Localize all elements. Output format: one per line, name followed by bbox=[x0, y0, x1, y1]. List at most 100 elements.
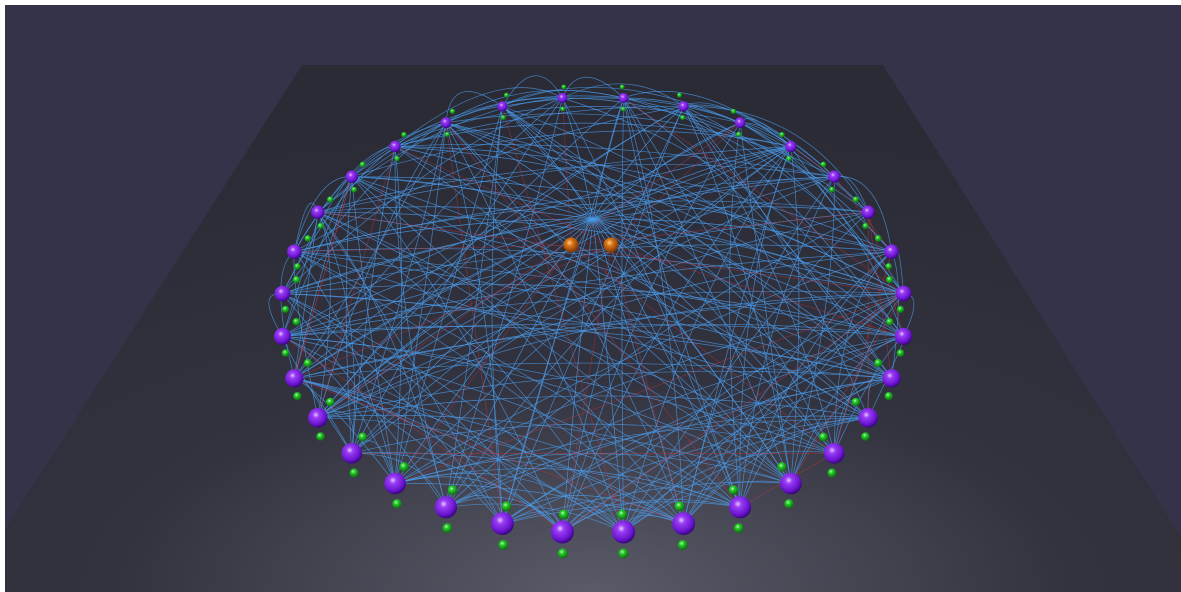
leaf-node[interactable] bbox=[784, 499, 794, 509]
leaf-node[interactable] bbox=[886, 276, 894, 284]
leaf-node[interactable] bbox=[677, 540, 688, 550]
hub-node[interactable] bbox=[491, 512, 514, 535]
hub-node[interactable] bbox=[785, 140, 797, 153]
leaf-node[interactable] bbox=[862, 222, 869, 230]
hub-node[interactable] bbox=[285, 369, 304, 388]
hub-node[interactable] bbox=[612, 520, 636, 544]
hub-node[interactable] bbox=[618, 93, 629, 103]
leaf-node[interactable] bbox=[557, 548, 568, 559]
leaf-node[interactable] bbox=[351, 186, 357, 193]
hub-node[interactable] bbox=[274, 285, 291, 302]
leaf-node[interactable] bbox=[316, 432, 325, 441]
leaf-node[interactable] bbox=[680, 115, 686, 121]
leaf-node[interactable] bbox=[896, 349, 905, 357]
hub-node[interactable] bbox=[557, 93, 568, 103]
leaf-node[interactable] bbox=[730, 108, 737, 114]
leaf-node[interactable] bbox=[447, 485, 458, 495]
leaf-node[interactable] bbox=[619, 84, 625, 90]
leaf-node[interactable] bbox=[617, 509, 628, 520]
leaf-node[interactable] bbox=[399, 462, 409, 472]
leaf-node[interactable] bbox=[820, 161, 827, 168]
hub-node[interactable] bbox=[861, 205, 875, 219]
leaf-node[interactable] bbox=[786, 156, 792, 162]
leaf-node[interactable] bbox=[861, 432, 870, 441]
leaf-node[interactable] bbox=[500, 115, 506, 121]
leaf-node[interactable] bbox=[874, 359, 883, 368]
hub-node[interactable] bbox=[550, 520, 574, 544]
hub-node[interactable] bbox=[894, 327, 913, 345]
hub-node[interactable] bbox=[858, 408, 878, 428]
hub-node[interactable] bbox=[828, 170, 841, 183]
leaf-node[interactable] bbox=[560, 106, 566, 112]
leaf-node[interactable] bbox=[618, 548, 629, 559]
hub-node[interactable] bbox=[434, 496, 457, 519]
leaf-node[interactable] bbox=[281, 349, 290, 357]
hub-node[interactable] bbox=[345, 170, 358, 183]
hub-node[interactable] bbox=[884, 244, 899, 259]
leaf-node[interactable] bbox=[561, 84, 567, 90]
leaf-node[interactable] bbox=[677, 92, 682, 98]
leaf-node[interactable] bbox=[359, 161, 366, 168]
leaf-node[interactable] bbox=[674, 501, 685, 512]
hub-node[interactable] bbox=[311, 205, 325, 219]
center-node[interactable] bbox=[563, 237, 579, 253]
leaf-node[interactable] bbox=[325, 397, 335, 407]
hub-node[interactable] bbox=[734, 117, 746, 129]
leaf-node[interactable] bbox=[733, 523, 744, 533]
hub-node[interactable] bbox=[273, 327, 292, 345]
leaf-node[interactable] bbox=[444, 131, 450, 137]
hub-node[interactable] bbox=[384, 472, 406, 495]
leaf-node[interactable] bbox=[896, 305, 905, 313]
leaf-node[interactable] bbox=[293, 392, 302, 401]
hub-node[interactable] bbox=[882, 369, 901, 388]
center-node[interactable] bbox=[603, 237, 619, 253]
leaf-node[interactable] bbox=[442, 523, 453, 533]
leaf-node[interactable] bbox=[317, 222, 324, 230]
leaf-node[interactable] bbox=[829, 186, 835, 193]
leaf-node[interactable] bbox=[358, 432, 368, 442]
leaf-node[interactable] bbox=[281, 305, 290, 313]
hub-node[interactable] bbox=[895, 285, 912, 302]
hub-node[interactable] bbox=[287, 244, 302, 259]
leaf-node[interactable] bbox=[304, 235, 312, 242]
leaf-node[interactable] bbox=[827, 468, 837, 478]
leaf-node[interactable] bbox=[401, 132, 407, 138]
leaf-node[interactable] bbox=[818, 432, 828, 442]
leaf-node[interactable] bbox=[620, 106, 626, 112]
leaf-node[interactable] bbox=[504, 92, 509, 98]
leaf-node[interactable] bbox=[736, 131, 742, 137]
leaf-node[interactable] bbox=[885, 318, 894, 326]
hub-node[interactable] bbox=[389, 140, 401, 153]
hub-node[interactable] bbox=[440, 117, 452, 129]
leaf-node[interactable] bbox=[779, 132, 785, 138]
leaf-node[interactable] bbox=[294, 263, 301, 270]
leaf-node[interactable] bbox=[501, 501, 512, 512]
leaf-node[interactable] bbox=[852, 196, 859, 203]
leaf-node[interactable] bbox=[392, 499, 402, 509]
leaf-node[interactable] bbox=[874, 235, 882, 242]
leaf-node[interactable] bbox=[292, 276, 300, 284]
leaf-node[interactable] bbox=[558, 509, 569, 520]
leaf-node[interactable] bbox=[728, 485, 739, 495]
hub-node[interactable] bbox=[497, 101, 508, 112]
leaf-node[interactable] bbox=[292, 318, 301, 326]
hub-node[interactable] bbox=[341, 443, 363, 464]
leaf-node[interactable] bbox=[449, 108, 456, 114]
leaf-node[interactable] bbox=[884, 392, 893, 401]
hub-node[interactable] bbox=[823, 443, 845, 464]
leaf-node[interactable] bbox=[394, 156, 400, 162]
leaf-node[interactable] bbox=[303, 359, 312, 368]
hub-node[interactable] bbox=[729, 496, 752, 519]
leaf-node[interactable] bbox=[498, 540, 509, 550]
3d-viewport[interactable] bbox=[5, 5, 1181, 592]
hub-node[interactable] bbox=[678, 101, 689, 112]
leaf-node[interactable] bbox=[851, 397, 861, 407]
hub-node[interactable] bbox=[672, 512, 695, 535]
hub-node[interactable] bbox=[308, 408, 328, 428]
hub-node[interactable] bbox=[780, 472, 802, 495]
leaf-node[interactable] bbox=[349, 468, 359, 478]
leaf-node[interactable] bbox=[327, 196, 334, 203]
leaf-node[interactable] bbox=[777, 462, 787, 472]
leaf-node[interactable] bbox=[885, 263, 892, 270]
network-graph-scene[interactable] bbox=[5, 5, 1181, 592]
